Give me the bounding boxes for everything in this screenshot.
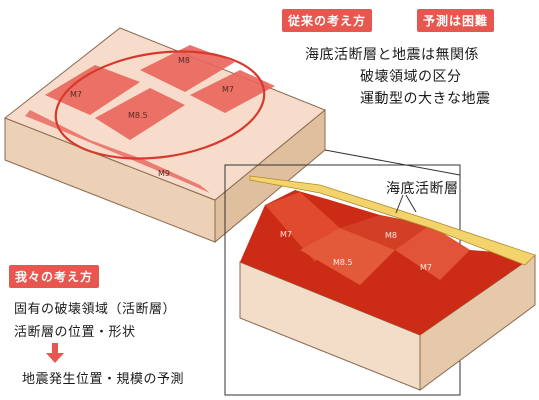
label-bot-m7: M7 — [280, 230, 292, 239]
ours-result: 地震発生位置・規模の予測 — [22, 368, 184, 387]
difficulty-tag: 予測は困難 — [417, 9, 494, 32]
label-bot-m8: M8 — [385, 231, 397, 240]
bottom-block: M7 M8.5 M8 M7 — [240, 176, 535, 390]
conventional-line-2: 破壊領域の区分 — [360, 66, 462, 86]
down-arrow-icon — [46, 343, 64, 363]
label-bot-m7b: M7 — [420, 263, 432, 272]
label-top-m7-left: M7 — [70, 90, 82, 99]
ours-tag: 我々の考え方 — [9, 265, 99, 288]
conventional-line-3: 運動型の大きな地震 — [360, 88, 491, 108]
label-top-m85: M8.5 — [128, 111, 148, 120]
label-bot-m85: M8.5 — [333, 258, 353, 267]
ours-line-2: 活断層の位置・形状 — [14, 321, 136, 340]
conventional-line-1: 海底活断層と地震は無関係 — [305, 44, 479, 64]
label-top-m9: M9 — [158, 169, 170, 178]
conventional-tag: 従来の考え方 — [282, 9, 372, 32]
label-top-m8: M8 — [178, 56, 190, 65]
ours-line-1: 固有の破壊領域（活断層） — [14, 298, 176, 317]
fault-callout-label: 海底活断層 — [386, 178, 459, 198]
label-top-m7-right: M7 — [222, 85, 234, 94]
callout-line-top — [325, 150, 460, 175]
